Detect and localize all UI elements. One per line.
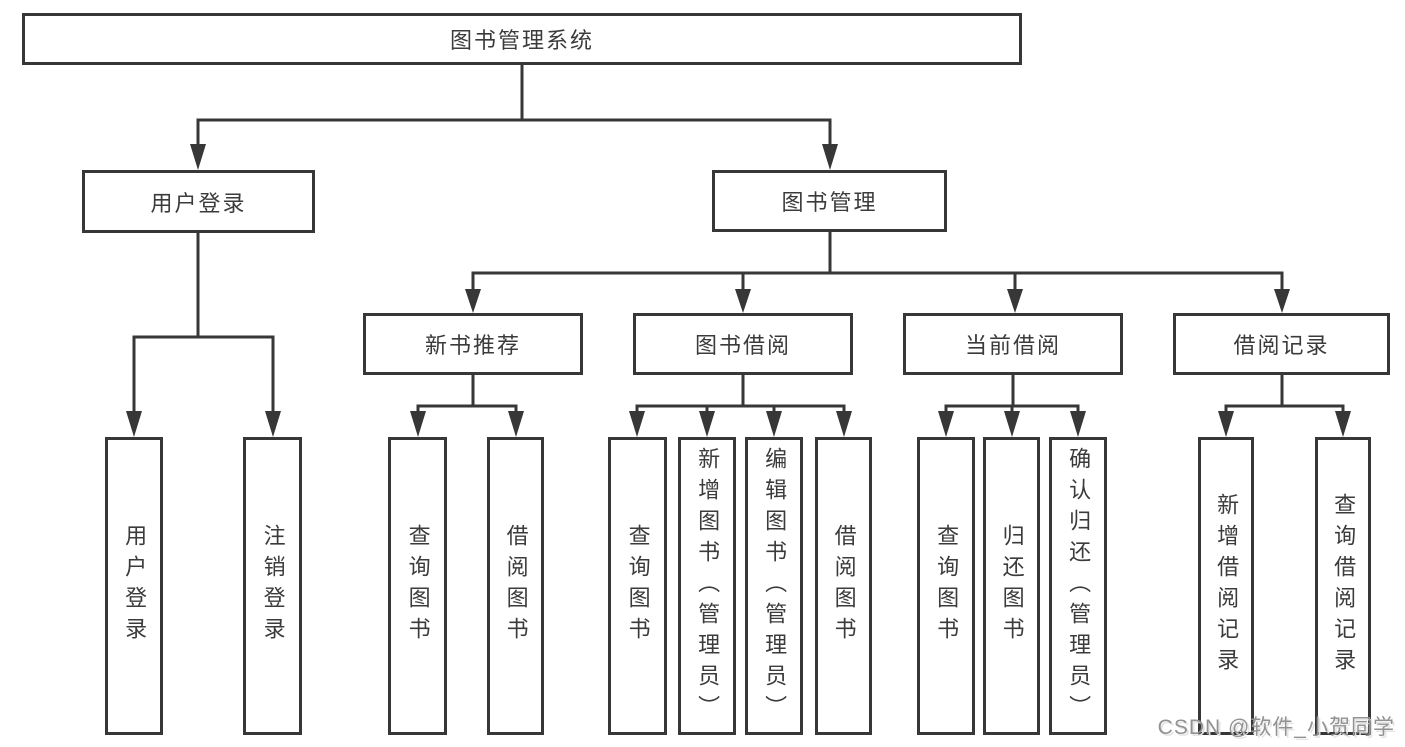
leaf-logout: 注销登录 (243, 437, 302, 735)
node-user-login-label: 用户登录 (150, 190, 247, 216)
leaf-nb-borrow-books-label: 借阅图书 (503, 524, 529, 648)
leaf-bb-add-books-admin-label: 新增图书（管理员） (695, 446, 721, 726)
root-node-label: 图书管理系统 (449, 28, 594, 53)
leaf-user-login-label: 用户登录 (122, 524, 148, 648)
leaf-br-add-record: 新增借阅记录 (1198, 437, 1254, 735)
leaf-bb-borrow-books-label: 借阅图书 (831, 524, 857, 648)
node-borrow-record: 借阅记录 (1173, 313, 1390, 375)
leaf-br-add-record-label: 新增借阅记录 (1214, 493, 1240, 679)
node-new-book-recommend: 新书推荐 (363, 313, 583, 375)
leaf-logout-label: 注销登录 (260, 524, 286, 648)
leaf-br-query-record: 查询借阅记录 (1315, 437, 1371, 735)
leaf-cb-return-books-label: 归还图书 (999, 524, 1025, 648)
leaf-user-login: 用户登录 (105, 437, 163, 735)
node-book-management: 图书管理 (712, 170, 947, 232)
leaf-cb-confirm-return-admin: 确认归还（管理员） (1049, 437, 1107, 735)
leaf-bb-query-books: 查询图书 (608, 437, 667, 735)
leaf-bb-query-books-label: 查询图书 (625, 524, 651, 648)
node-current-borrow: 当前借阅 (903, 313, 1123, 375)
leaf-cb-confirm-return-admin-label: 确认归还（管理员） (1066, 446, 1092, 726)
leaf-cb-return-books: 归还图书 (983, 437, 1040, 735)
node-new-book-recommend-label: 新书推荐 (424, 333, 521, 358)
leaf-nb-query-books: 查询图书 (388, 437, 447, 735)
leaf-bb-borrow-books: 借阅图书 (815, 437, 872, 735)
leaf-bb-edit-books-admin: 编辑图书（管理员） (745, 437, 803, 735)
node-user-login: 用户登录 (82, 170, 315, 233)
node-book-management-label: 图书管理 (781, 190, 878, 215)
leaf-cb-query-books: 查询图书 (917, 437, 975, 735)
leaf-br-query-record-label: 查询借阅记录 (1331, 493, 1357, 679)
node-book-borrow-label: 图书借阅 (694, 333, 791, 358)
leaf-nb-query-books-label: 查询图书 (405, 524, 431, 648)
leaf-nb-borrow-books: 借阅图书 (487, 437, 544, 735)
csdn-watermark: CSDN @软件_小贺同学 (1157, 716, 1395, 739)
node-current-borrow-label: 当前借阅 (964, 333, 1061, 358)
node-borrow-record-label: 借阅记录 (1233, 333, 1330, 358)
leaf-bb-add-books-admin: 新增图书（管理员） (678, 437, 736, 735)
leaf-bb-edit-books-admin-label: 编辑图书（管理员） (762, 446, 788, 726)
root-node-library-system: 图书管理系统 (22, 13, 1022, 65)
node-book-borrow: 图书借阅 (633, 313, 853, 375)
leaf-cb-query-books-label: 查询图书 (934, 524, 960, 648)
